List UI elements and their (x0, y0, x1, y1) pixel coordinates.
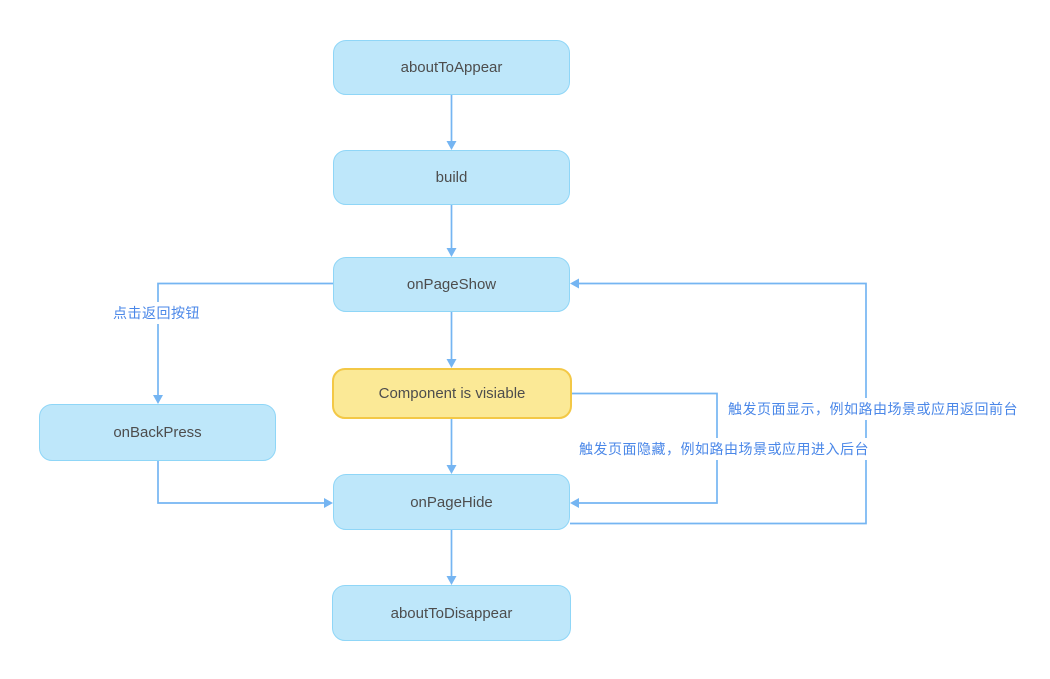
node-aboutToDisappear-label: aboutToDisappear (390, 604, 513, 622)
node-build: build (333, 150, 570, 205)
node-onPageShow: onPageShow (333, 257, 570, 312)
node-aboutToDisappear: aboutToDisappear (332, 585, 571, 641)
edge-onPageShow-onBackPress (157, 282, 333, 395)
arrowhead-down-icon (446, 141, 457, 150)
node-onPageHide-label: onPageHide (410, 493, 493, 511)
node-onBackPress-label: onBackPress (113, 424, 202, 441)
arrowhead-down-icon (153, 395, 163, 404)
arrowhead-down-icon (446, 248, 457, 257)
arrowhead-down-icon (446, 359, 457, 368)
node-onPageHide: onPageHide (333, 474, 570, 530)
edge-label-back-press: 点击返回按钮 (110, 302, 203, 324)
node-component-visible-label: Component is visiable (378, 385, 526, 402)
node-aboutToAppear: aboutToAppear (333, 40, 570, 95)
node-onPageShow-label: onPageShow (406, 276, 497, 293)
node-onBackPress: onBackPress (39, 404, 276, 461)
node-component-visible: Component is visiable (332, 368, 572, 419)
edge-onBackPress-onPageHide (157, 461, 324, 504)
node-aboutToAppear-label: aboutToAppear (400, 59, 503, 76)
arrowhead-left-icon (570, 498, 579, 508)
arrowhead-down-icon (446, 465, 457, 474)
arrowhead-right-icon (324, 498, 333, 508)
arrowhead-down-icon (446, 576, 457, 585)
node-build-label: build (435, 169, 468, 186)
arrowhead-left-icon (570, 278, 579, 289)
edge-label-page-show: 触发页面显示，例如路由场景或应用返回前台 (725, 398, 1021, 420)
edge-label-page-hide: 触发页面隐藏，例如路由场景或应用进入后台 (576, 438, 872, 460)
